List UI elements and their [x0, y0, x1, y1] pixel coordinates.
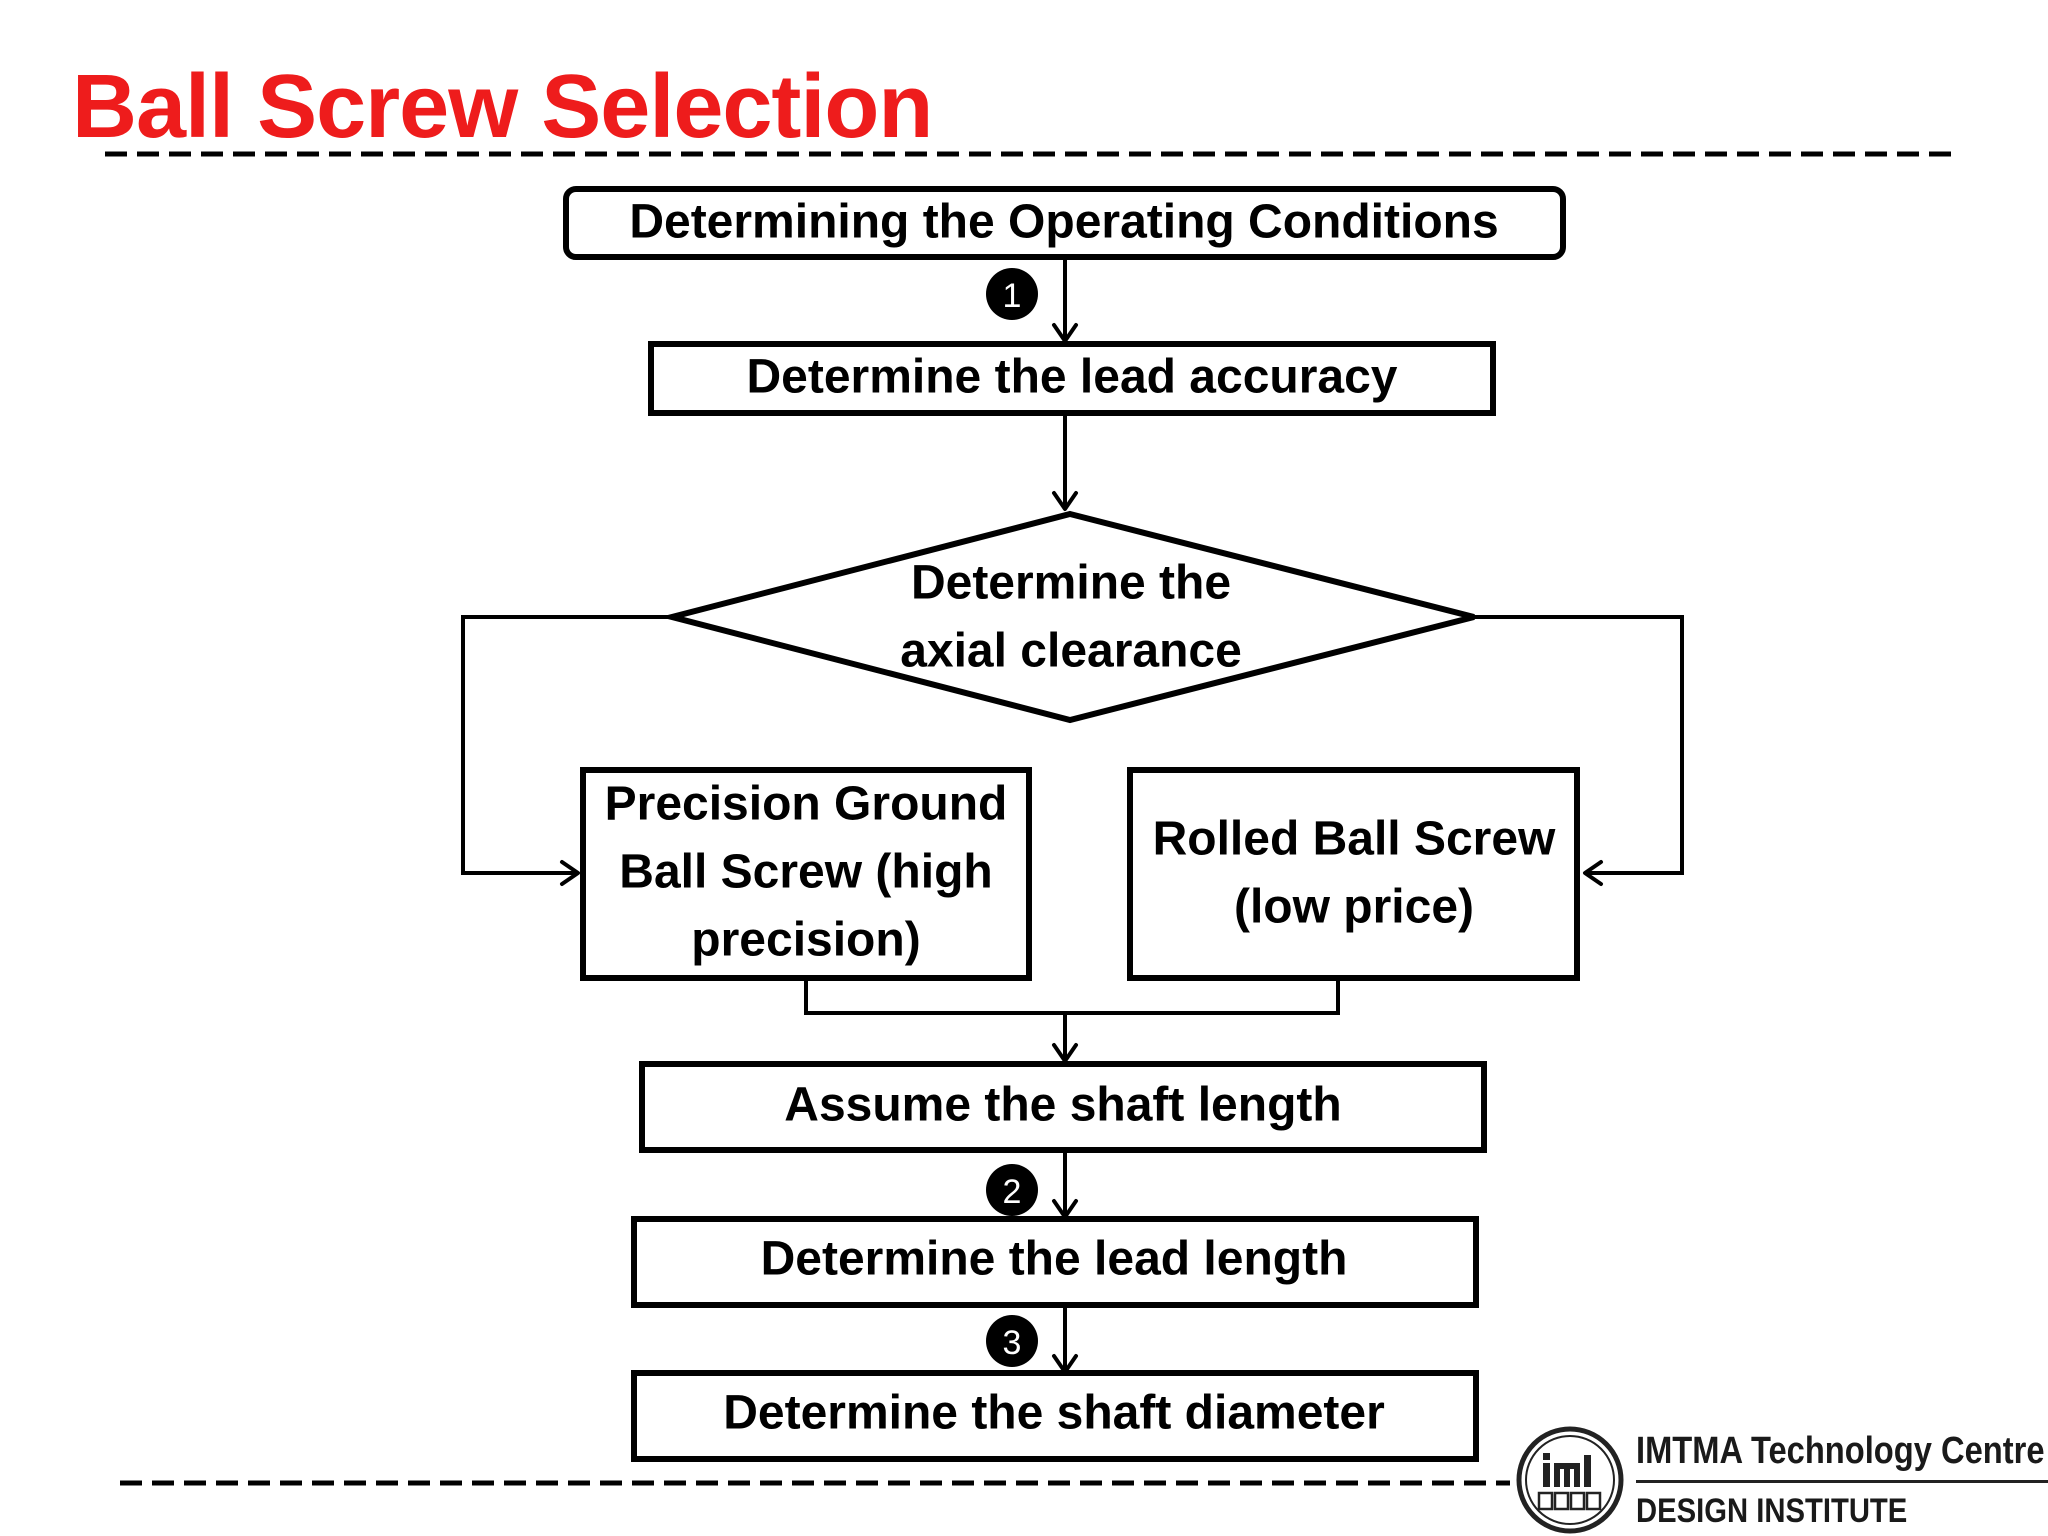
svg-text:2: 2 [1003, 1173, 1022, 1211]
connector-merge [804, 978, 1340, 1015]
operating-conditions-label: Determining the Operating Conditions [629, 196, 1498, 249]
svg-text:1: 1 [1003, 277, 1022, 315]
axial-clearance-label-line1: Determine the [911, 557, 1231, 610]
rolled-ball-screw-label-line2: (low price) [1234, 881, 1474, 934]
step-marker-2: 2 [986, 1164, 1038, 1216]
axial-clearance-decision: Determine the axial clearance [660, 510, 1475, 724]
svg-text:3: 3 [1003, 1324, 1022, 1362]
step-marker-3: 3 [986, 1315, 1038, 1367]
rolled-ball-screw-box: Rolled Ball Screw (low price) [1127, 767, 1580, 981]
connectors [461, 260, 1684, 1374]
lead-accuracy-label: Determine the lead accuracy [747, 351, 1398, 404]
axial-clearance-label-line2: axial clearance [900, 625, 1242, 678]
rolled-ball-screw-label-line1: Rolled Ball Screw [1153, 813, 1556, 866]
lead-accuracy-box: Determine the lead accuracy [648, 341, 1496, 416]
arrowhead-2 [1052, 491, 1078, 511]
precision-ground-box: Precision Ground Ball Screw (high precis… [580, 767, 1032, 981]
lead-length-box: Determine the lead length [631, 1216, 1479, 1308]
branding-divider [1636, 1480, 2048, 1483]
precision-ground-label-line1: Precision Ground [605, 778, 1008, 831]
imtma-logo [1516, 1426, 1624, 1534]
slide-title: Ball Screw Selection [72, 57, 933, 157]
shaft-length-label: Assume the shaft length [784, 1079, 1341, 1132]
precision-ground-label-line3: precision) [691, 914, 920, 967]
organization-name: IMTMA Technology Centre [1636, 1430, 2045, 1472]
connector-left-branch [461, 615, 672, 875]
division-name: DESIGN INSTITUTE [1636, 1492, 1908, 1530]
operating-conditions-box: Determining the Operating Conditions [563, 186, 1566, 260]
precision-ground-label-line2: Ball Screw (high [619, 846, 992, 899]
connector-right-branch [1474, 615, 1684, 875]
arrowhead-left-branch [560, 860, 580, 886]
lead-length-label: Determine the lead length [761, 1233, 1348, 1286]
step-marker-1: 1 [986, 268, 1038, 320]
shaft-diameter-box: Determine the shaft diameter [631, 1370, 1479, 1462]
shaft-diameter-label: Determine the shaft diameter [723, 1387, 1385, 1440]
shaft-length-box: Assume the shaft length [639, 1061, 1487, 1153]
arrowhead-right-branch [1583, 860, 1603, 886]
